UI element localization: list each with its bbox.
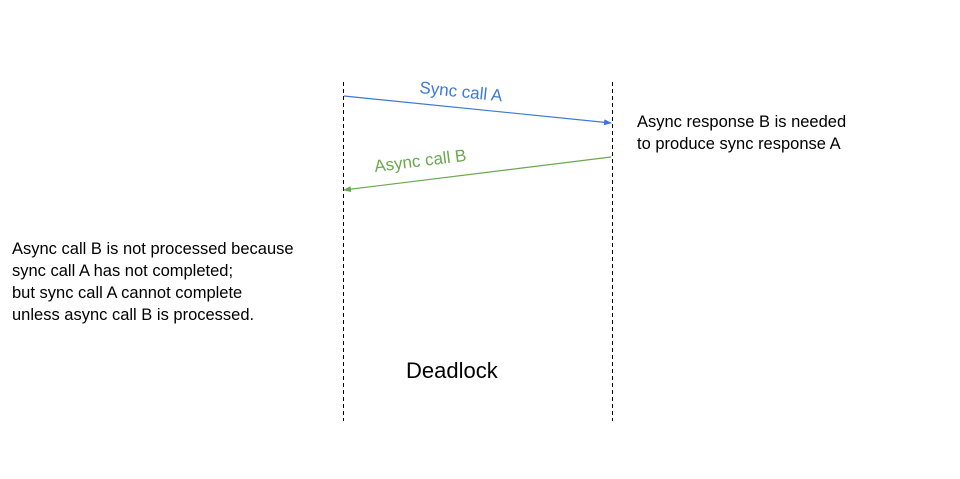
deadlock-caption: Deadlock xyxy=(406,358,498,383)
sync-call-arrow xyxy=(343,95,612,126)
note-line: unless async call B is processed. xyxy=(12,306,255,324)
sync-call-label: Sync call A xyxy=(419,78,504,105)
note-async-response-needed: Async response B is needed to produce sy… xyxy=(637,111,846,155)
note-line: sync call A has not completed; xyxy=(12,262,234,280)
async-call-arrow xyxy=(343,156,612,193)
note-line: but sync call A cannot complete xyxy=(12,284,243,302)
note-line: Async call B is not processed because xyxy=(12,240,294,258)
note-line: to produce sync response A xyxy=(637,135,841,153)
note-deadlock-explanation: Async call B is not processed because sy… xyxy=(12,238,294,326)
async-call-label: Async call B xyxy=(373,146,467,176)
note-line: Async response B is needed xyxy=(637,113,847,131)
